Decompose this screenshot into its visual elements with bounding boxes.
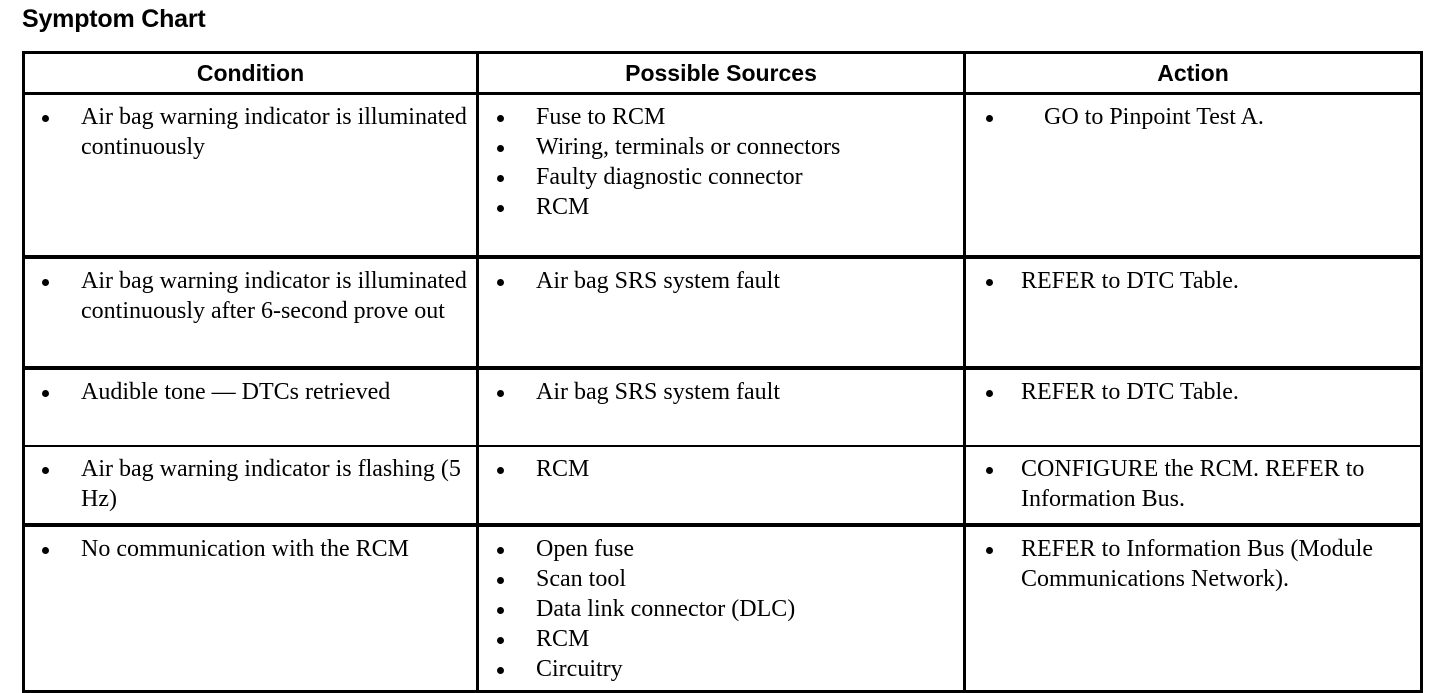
- action-list: GO to Pinpoint Test A.: [966, 102, 1420, 132]
- table-body: Air bag warning indicator is illuminated…: [22, 93, 1423, 692]
- table-row: Audible tone — DTCs retrieved Air bag SR…: [22, 368, 1423, 447]
- cell-condition: No communication with the RCM: [22, 525, 479, 692]
- action-list: CONFIGURE the RCM. REFER to Information …: [966, 454, 1420, 514]
- list-item: Air bag SRS system fault: [479, 266, 963, 296]
- action-list: REFER to Information Bus (Module Communi…: [966, 534, 1420, 594]
- column-header-action: Action: [963, 52, 1423, 95]
- cell-possible-sources: Air bag SRS system fault: [476, 368, 966, 447]
- list-item: Air bag warning indicator is illuminated…: [25, 102, 476, 162]
- list-item: Faulty diagnostic connector: [479, 162, 963, 192]
- cell-condition: Air bag warning indicator is flashing (5…: [22, 446, 479, 527]
- sources-list: Fuse to RCM Wiring, terminals or connect…: [479, 102, 963, 222]
- cell-action: REFER to DTC Table.: [963, 368, 1423, 447]
- cell-action: CONFIGURE the RCM. REFER to Information …: [963, 446, 1423, 527]
- cell-action: GO to Pinpoint Test A.: [963, 93, 1423, 259]
- list-item: CONFIGURE the RCM. REFER to Information …: [966, 454, 1420, 514]
- list-item: Air bag warning indicator is flashing (5…: [25, 454, 476, 514]
- page-title: Symptom Chart: [22, 5, 206, 33]
- list-item: RCM: [479, 624, 963, 654]
- list-item: Fuse to RCM: [479, 102, 963, 132]
- list-item: RCM: [479, 454, 963, 484]
- sources-list: Air bag SRS system fault: [479, 377, 963, 407]
- table-row: Air bag warning indicator is flashing (5…: [22, 446, 1423, 527]
- list-item: Data link connector (DLC): [479, 594, 963, 624]
- column-header-condition: Condition: [22, 52, 479, 95]
- list-item: Circuitry: [479, 654, 963, 684]
- cell-possible-sources: Air bag SRS system fault: [476, 257, 966, 370]
- cell-possible-sources: Fuse to RCM Wiring, terminals or connect…: [476, 93, 966, 259]
- table-row: No communication with the RCM Open fuse …: [22, 525, 1423, 692]
- cell-condition: Air bag warning indicator is illuminated…: [22, 257, 479, 370]
- sources-list: RCM: [479, 454, 963, 484]
- condition-list: Air bag warning indicator is illuminated…: [25, 102, 476, 162]
- list-item: Air bag SRS system fault: [479, 377, 963, 407]
- cell-action: REFER to Information Bus (Module Communi…: [963, 525, 1423, 692]
- list-item: RCM: [479, 192, 963, 222]
- header-row: Condition Possible Sources Action: [22, 52, 1423, 95]
- list-item: No communication with the RCM: [25, 534, 476, 564]
- symptom-chart-table: Condition Possible Sources Action Air ba…: [22, 51, 1423, 693]
- cell-condition: Audible tone — DTCs retrieved: [22, 368, 479, 447]
- action-list: REFER to DTC Table.: [966, 377, 1420, 407]
- cell-possible-sources: Open fuse Scan tool Data link connector …: [476, 525, 966, 692]
- list-item: Air bag warning indicator is illuminated…: [25, 266, 476, 326]
- sources-list: Open fuse Scan tool Data link connector …: [479, 534, 963, 684]
- column-header-possible-sources: Possible Sources: [476, 52, 966, 95]
- list-item: Wiring, terminals or connectors: [479, 132, 963, 162]
- table-header: Condition Possible Sources Action: [22, 52, 1423, 95]
- cell-possible-sources: RCM: [476, 446, 966, 527]
- cell-condition: Air bag warning indicator is illuminated…: [22, 93, 479, 259]
- table-row: Air bag warning indicator is illuminated…: [22, 257, 1423, 370]
- sources-list: Air bag SRS system fault: [479, 266, 963, 296]
- list-item: GO to Pinpoint Test A.: [966, 102, 1420, 132]
- table-row: Air bag warning indicator is illuminated…: [22, 93, 1423, 259]
- condition-list: Air bag warning indicator is illuminated…: [25, 266, 476, 326]
- list-item: REFER to DTC Table.: [966, 266, 1420, 296]
- list-item: REFER to DTC Table.: [966, 377, 1420, 407]
- condition-list: No communication with the RCM: [25, 534, 476, 564]
- cell-action: REFER to DTC Table.: [963, 257, 1423, 370]
- list-item: Open fuse: [479, 534, 963, 564]
- list-item: Audible tone — DTCs retrieved: [25, 377, 476, 407]
- condition-list: Audible tone — DTCs retrieved: [25, 377, 476, 407]
- action-list: REFER to DTC Table.: [966, 266, 1420, 296]
- list-item: Scan tool: [479, 564, 963, 594]
- list-item: REFER to Information Bus (Module Communi…: [966, 534, 1420, 594]
- condition-list: Air bag warning indicator is flashing (5…: [25, 454, 476, 514]
